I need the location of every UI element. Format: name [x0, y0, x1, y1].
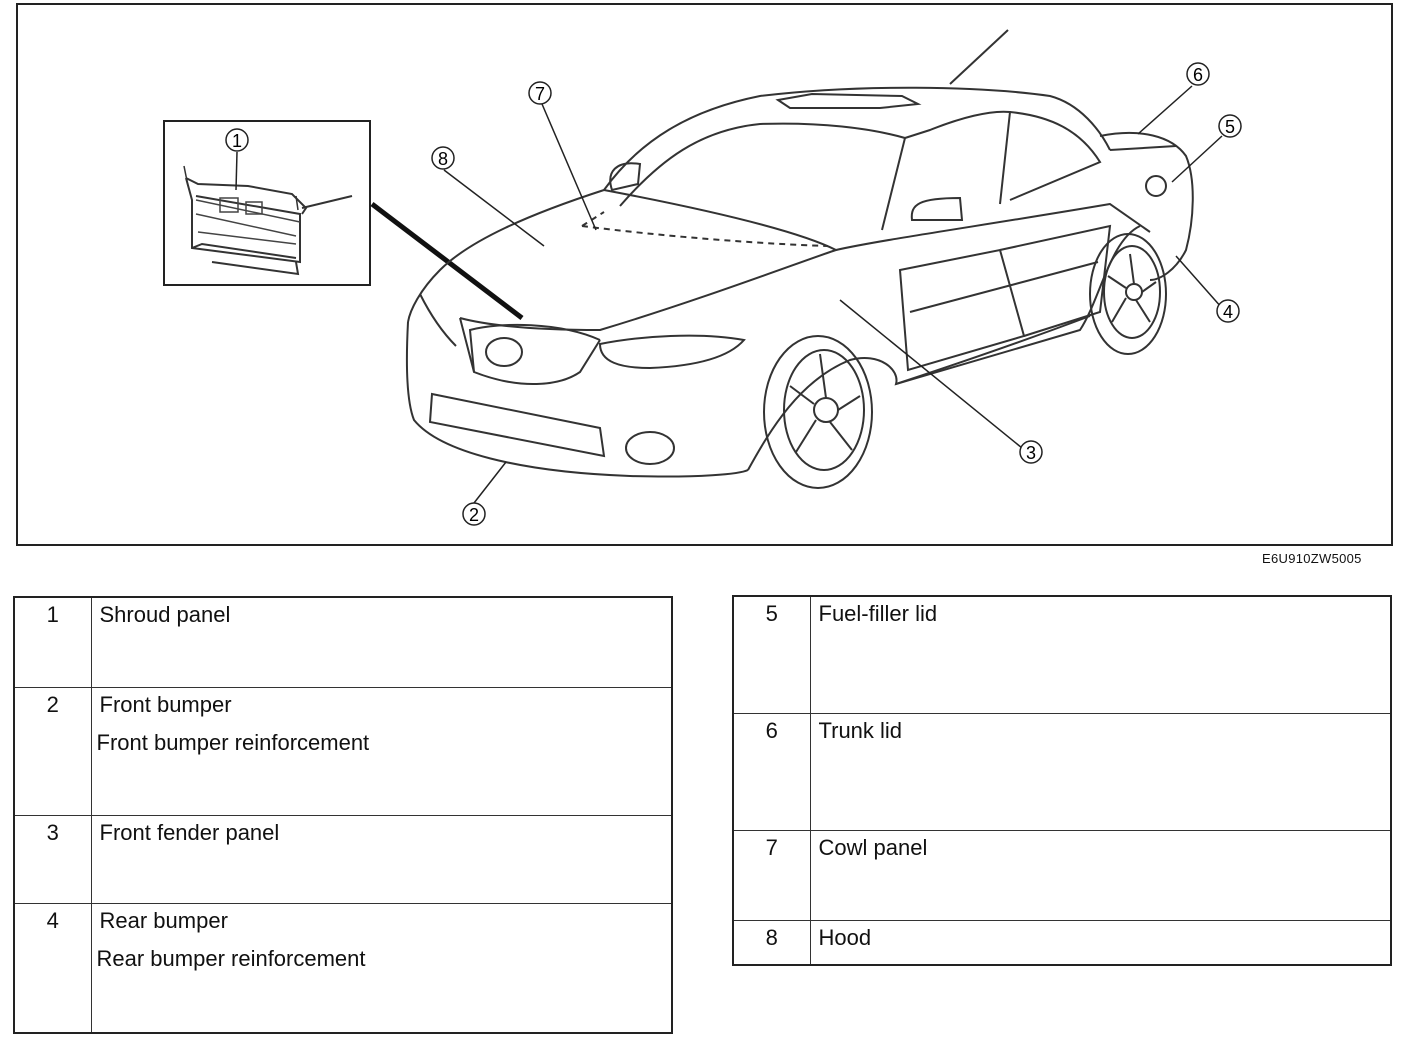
part-number: 8: [732, 919, 811, 966]
callout-4: 4: [1216, 299, 1240, 323]
callout-6: 6: [1186, 62, 1210, 86]
figure-frame: [16, 3, 1393, 546]
callout-leaders: [235, 85, 1223, 504]
table-row: 8 Hood: [732, 919, 1392, 966]
figure-code: E6U910ZW5005: [1262, 551, 1362, 566]
callout-3: 3: [1019, 440, 1043, 464]
part-number: 3: [13, 814, 92, 904]
table-row: 5 Fuel-filler lid: [732, 595, 1392, 714]
callout-2: 2: [462, 502, 486, 526]
callout-4-label: 4: [1223, 302, 1233, 322]
callout-1: 1: [225, 128, 249, 152]
part-number: 5: [732, 595, 811, 714]
part-name: Shroud panel: [90, 596, 673, 688]
inset-leader-line: [370, 202, 524, 320]
table-row: 3 Front fender panel: [13, 814, 673, 904]
part-number: 7: [732, 829, 811, 921]
part-name: Cowl panel: [809, 829, 1392, 921]
table-row: 1 Shroud panel: [13, 596, 673, 688]
part-number: 2: [13, 686, 92, 816]
callout-7: 7: [528, 81, 552, 105]
part-number: 4: [13, 902, 92, 1034]
callout-8: 8: [431, 146, 455, 170]
callout-7-label: 7: [535, 84, 545, 104]
part-name: Trunk lid: [809, 712, 1392, 831]
callout-5: 5: [1218, 114, 1242, 138]
part-number: 6: [732, 712, 811, 831]
callout-2-label: 2: [469, 505, 479, 525]
part-name: Front fender panel: [90, 814, 673, 904]
part-name: Hood: [809, 919, 1392, 966]
callout-6-label: 6: [1193, 65, 1203, 85]
part-name: Fuel-filler lid: [809, 595, 1392, 714]
car-illustration: [405, 29, 1194, 489]
parts-table-right: 5 Fuel-filler lid 6 Trunk lid 7 Cowl pan…: [732, 595, 1392, 966]
callout-3-label: 3: [1026, 443, 1036, 463]
table-row: 7 Cowl panel: [732, 829, 1392, 921]
shroud-panel-inset: [163, 120, 371, 286]
part-number: 1: [13, 596, 92, 688]
callout-1-label: 1: [232, 131, 242, 151]
table-row: 6 Trunk lid: [732, 712, 1392, 831]
callout-8-label: 8: [438, 149, 448, 169]
callout-5-label: 5: [1225, 117, 1235, 137]
car-body-diagram: 1 2 3 4 5 6 7 8: [16, 3, 1393, 546]
